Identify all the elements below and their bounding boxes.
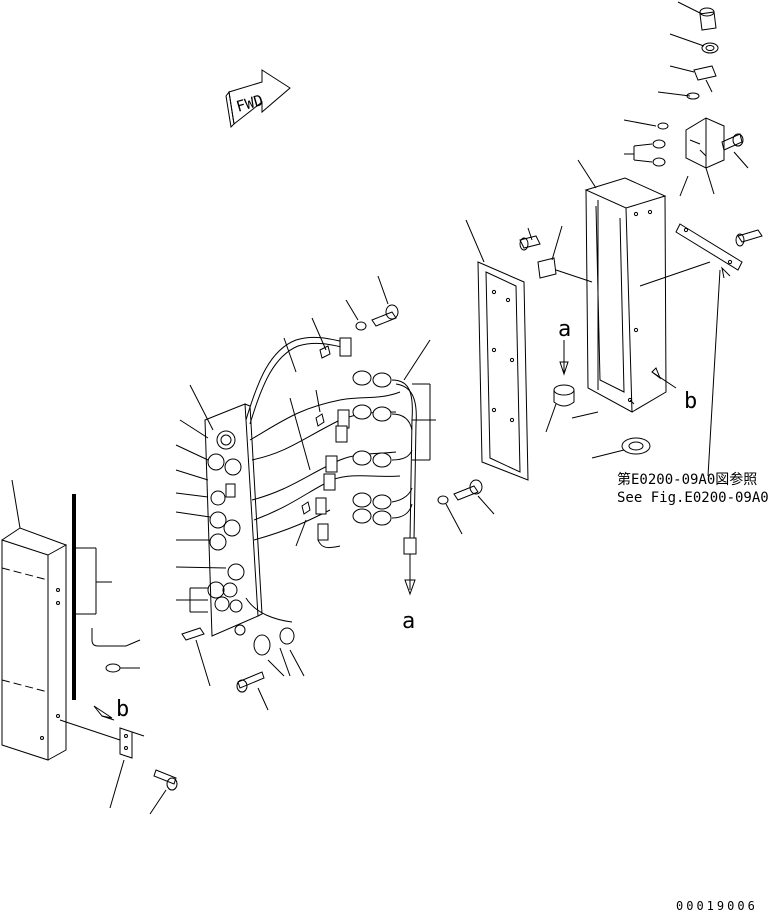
drawing-number: 00019006 <box>676 899 758 911</box>
wiring-harness: a <box>245 275 495 634</box>
ref-a-upper: a <box>558 317 571 342</box>
ref-b-left: b <box>116 697 129 722</box>
see-figure-en: See Fig.E0200-09A0 <box>617 490 769 506</box>
gasket <box>465 219 593 481</box>
ref-b-right: b <box>684 389 697 414</box>
fwd-arrow: FWD <box>225 69 291 129</box>
right-box: b a <box>545 1 763 477</box>
left-cover-panel: b <box>1 479 178 815</box>
ref-a-lower: a <box>402 609 415 634</box>
fwd-label: FWD <box>234 91 265 116</box>
switch-panel <box>175 384 305 711</box>
figure-reference: 第E0200-09A0図参照 See Fig.E0200-09A0 <box>617 471 769 506</box>
see-figure-jp: 第E0200-09A0図参照 <box>617 471 757 488</box>
